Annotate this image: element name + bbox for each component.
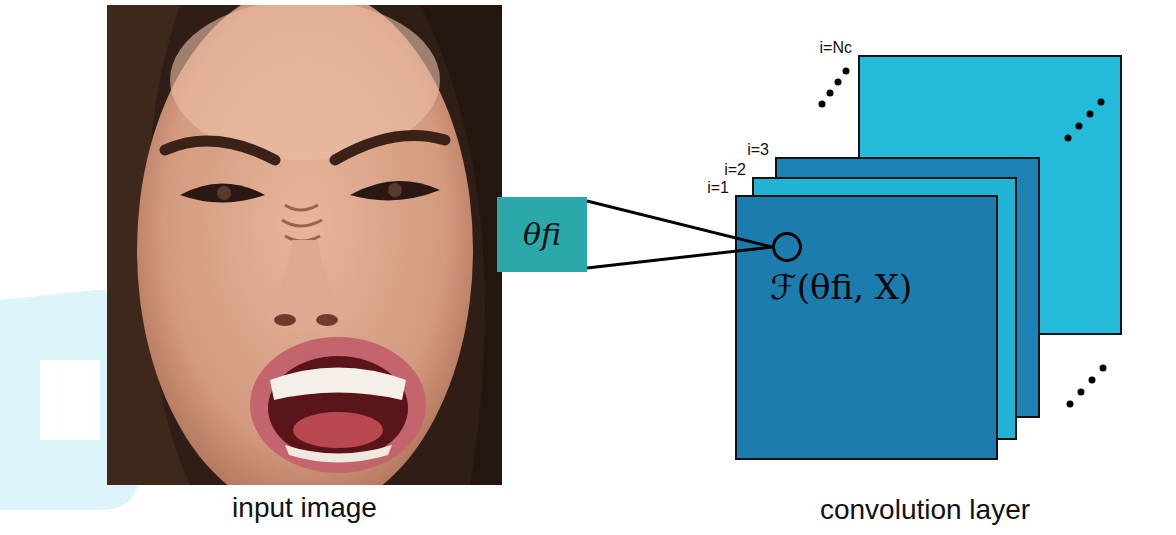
text-holder: ℱ(θfi, X)	[770, 269, 912, 306]
iris-right	[388, 183, 402, 197]
layer-index: i=2	[724, 161, 746, 178]
dot	[819, 101, 826, 108]
nostril-right	[316, 314, 338, 326]
nose	[265, 240, 345, 332]
output-unit: ℱ(θfi, X)	[772, 232, 802, 262]
label-holder: convolution layer	[725, 495, 1125, 526]
filter-patch: θfi	[497, 197, 587, 272]
filter-symbol: θfi	[523, 218, 561, 251]
nostril-left	[274, 314, 296, 326]
dot	[827, 90, 834, 97]
upper-teeth	[270, 368, 406, 401]
tongue	[293, 412, 383, 448]
text-holder: i=3	[747, 141, 769, 159]
mouth-inside	[268, 356, 408, 460]
dot	[1076, 123, 1083, 130]
image-caption: input image	[232, 492, 377, 523]
eye-right	[350, 181, 440, 200]
dot	[1098, 99, 1105, 106]
iris-left	[217, 186, 231, 200]
dot	[1089, 377, 1096, 384]
layer-index: i=Nc	[820, 39, 852, 56]
lower-teeth	[285, 445, 392, 463]
dot	[835, 79, 842, 86]
activation-formula: ℱ(θfi, X)	[770, 267, 912, 307]
receptive-field-lines	[587, 201, 772, 268]
eyebrow-right	[335, 136, 445, 161]
face-skin	[137, 5, 473, 485]
nose-wrinkles	[282, 205, 322, 241]
watermark-cutout	[40, 360, 100, 440]
section-caption: convolution layer	[820, 494, 1030, 525]
eyebrow-left	[165, 141, 275, 160]
text-holder: i=1	[707, 179, 729, 197]
eye-left	[180, 184, 265, 203]
face-photo	[107, 5, 502, 485]
text-holder: input image	[107, 493, 502, 524]
text-holder: θfi	[497, 197, 587, 272]
feature-map: i=1ℱ(θfi, X)	[735, 195, 998, 460]
text-holder: i=Nc	[820, 39, 852, 57]
dot	[1067, 401, 1074, 408]
dot	[1065, 135, 1072, 142]
dot	[1078, 389, 1085, 396]
dot	[1100, 365, 1107, 372]
text-holder: i=2	[724, 161, 746, 179]
lips	[250, 337, 426, 473]
input-image: input imageθfi	[107, 5, 502, 485]
layer-index: i=1	[707, 179, 729, 196]
layer-index: i=3	[747, 141, 769, 158]
dot	[1087, 111, 1094, 118]
dot	[843, 68, 850, 75]
